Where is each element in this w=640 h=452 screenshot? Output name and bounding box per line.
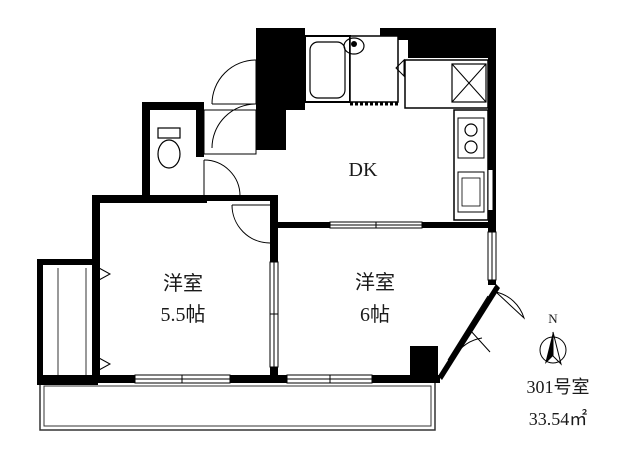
unit-number: 301号室 [527,377,590,397]
bathroom [304,35,400,106]
kitchen-sink-icon [457,171,485,213]
compass-label: N [548,311,558,326]
kitchen [453,109,494,221]
stove-burner-icon [464,123,478,137]
hall-doors [203,59,283,244]
stove-burner-icon [464,140,478,154]
room-a-name: 洋室 [163,272,203,295]
unit-area: 33.54㎡ [529,408,588,429]
toilet-icon [157,139,181,169]
toilet [150,110,196,194]
entrance-door [438,284,526,380]
room-b-name: 洋室 [355,271,395,294]
room-a-size: 5.5帖 [161,303,206,326]
sink-icon [343,37,365,55]
balcony [39,381,436,431]
dk-label: DK [349,159,378,181]
room-b-size: 6帖 [360,303,390,326]
washing-machine-space [395,58,489,109]
windows [134,221,497,384]
compass-north-icon: N [539,311,567,366]
